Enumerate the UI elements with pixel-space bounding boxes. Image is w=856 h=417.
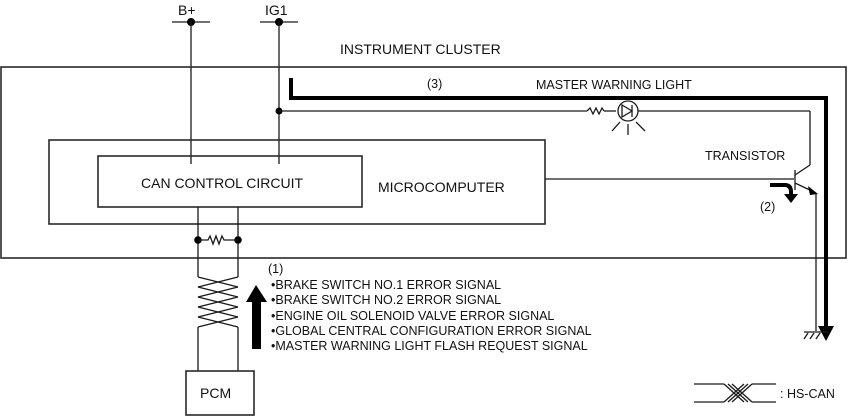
- can-control-circuit-box: [97, 155, 363, 208]
- hs-can-legend-label: : HS-CAN: [780, 387, 835, 401]
- terminating-resistor-icon: [198, 234, 238, 246]
- current-path-3-arrow: [289, 78, 828, 330]
- microcomputer-box: [48, 139, 546, 225]
- ig1-label: IG1: [265, 2, 288, 18]
- step-1-label: (1): [268, 262, 283, 276]
- warning-light-resistor-icon: [586, 106, 605, 116]
- current-path-arrowhead-icon: [818, 326, 834, 341]
- hs-can-legend-icon: [723, 383, 753, 403]
- step-2-arrow-icon: [770, 183, 798, 203]
- signal-item: •BRAKE SWITCH NO.1 ERROR SIGNAL: [271, 278, 501, 292]
- instrument-cluster-label: INSTRUMENT CLUSTER: [340, 41, 501, 57]
- step-2-label: (2): [760, 200, 775, 214]
- hs-can-legend: : HS-CAN: [694, 383, 835, 403]
- signal-item: •BRAKE SWITCH NO.2 ERROR SIGNAL: [271, 293, 501, 307]
- twisted-pair-icon: [197, 276, 239, 328]
- ground-icon: [803, 331, 829, 340]
- signal-item: •GLOBAL CENTRAL CONFIGURATION ERROR SIGN…: [271, 324, 592, 338]
- master-warning-light-label: MASTER WARNING LIGHT: [536, 78, 692, 92]
- signal-item: •ENGINE OIL SOLENOID VALVE ERROR SIGNAL: [271, 309, 554, 323]
- instrument-cluster-box: [0, 66, 847, 259]
- step-3-label: (3): [427, 77, 442, 91]
- pcm-box: [185, 370, 255, 416]
- transistor-icon: [794, 164, 818, 195]
- step-1-arrow-icon: [246, 285, 267, 349]
- signal-list: •BRAKE SWITCH NO.1 ERROR SIGNAL •BRAKE S…: [271, 278, 592, 353]
- pcm-label: PCM: [200, 385, 231, 401]
- signal-item: •MASTER WARNING LIGHT FLASH REQUEST SIGN…: [271, 339, 588, 353]
- b-plus-label: B+: [178, 2, 196, 18]
- can-control-circuit-label: CAN CONTROL CIRCUIT: [141, 175, 303, 191]
- transistor-label: TRANSISTOR: [705, 149, 785, 163]
- master-warning-light-icon: [611, 100, 646, 135]
- microcomputer-label: MICROCOMPUTER: [378, 179, 505, 195]
